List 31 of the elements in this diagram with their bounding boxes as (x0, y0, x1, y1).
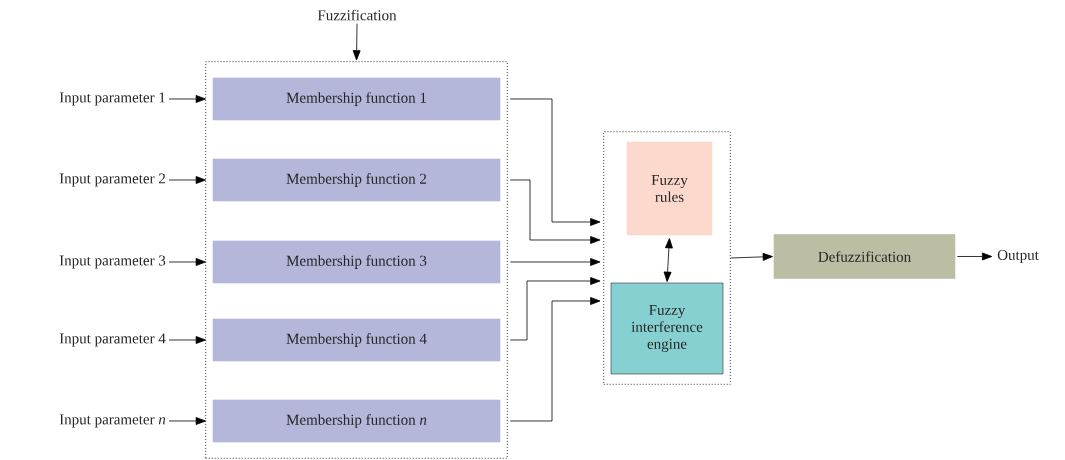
label-text: Output (997, 249, 1039, 264)
process-box: Defuzzification (773, 234, 956, 279)
label-text: Input parameter n (59, 414, 166, 428)
arrow (168, 95, 206, 103)
label-text: Input parameter 2 (59, 173, 165, 187)
dotted-group-frame (603, 131, 731, 385)
process-box: Membership function 1 (212, 77, 501, 121)
arrow (956, 252, 993, 261)
process-box: Membership function 4 (212, 318, 501, 362)
label-text: Input parameter 4 (59, 333, 166, 347)
arrow (509, 98, 601, 226)
process-box: Membership function 3 (212, 240, 501, 284)
process-box: Fuzzy rules (626, 141, 713, 236)
arrow (509, 258, 601, 266)
arrow (509, 179, 601, 244)
arrow (663, 238, 673, 282)
arrow (509, 277, 601, 341)
arrow (730, 252, 773, 261)
process-box: Membership function 2 (212, 158, 501, 202)
label-text: Input parameter 3 (59, 255, 166, 269)
arrow (168, 417, 206, 425)
label-text: Input parameter 1 (59, 92, 165, 106)
label-text: Fuzzification (317, 9, 397, 21)
dotted-group-frame (205, 61, 508, 459)
arrow (168, 176, 206, 184)
arrow (509, 297, 601, 422)
process-box: Membership function n (212, 399, 501, 443)
process-box: Fuzzy interference engine (610, 282, 724, 375)
arrow (352, 23, 361, 61)
arrow (168, 336, 206, 344)
arrow (168, 258, 206, 266)
